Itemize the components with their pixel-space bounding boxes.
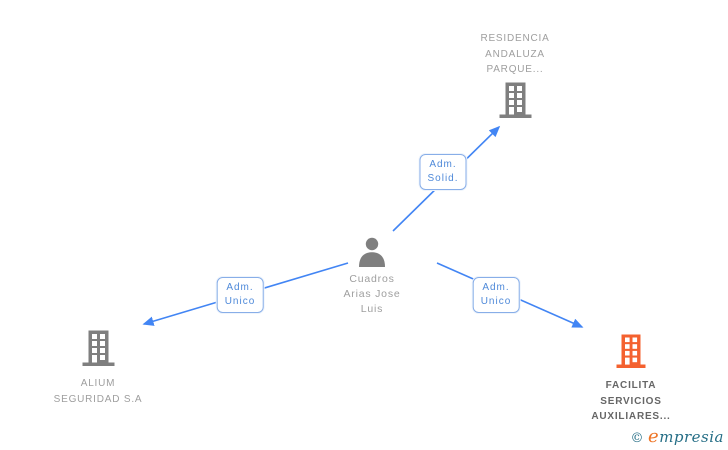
edge-label-line: Unico xyxy=(224,296,256,307)
edge-label-adm-unico-right: Adm. Unico xyxy=(472,277,520,313)
node-person-cuadros[interactable]: Cuadros Arias Jose Luis xyxy=(312,237,432,317)
logo-brand-initial: e xyxy=(648,426,660,447)
building-icon xyxy=(82,330,115,372)
node-company-facilita[interactable]: FACILITA SERVICIOS AUXILIARES... xyxy=(551,334,711,425)
person-name: Cuadros Arias Jose Luis xyxy=(343,273,401,315)
company-name: FACILITA SERVICIOS AUXILIARES... xyxy=(591,380,671,422)
company-name: ALIUM SEGURIDAD S.A xyxy=(53,378,143,405)
edge-label-adm-unico-left: Adm. Unico xyxy=(216,277,264,313)
edge-label-line: Adm. xyxy=(226,282,254,293)
edge-label-line: Unico xyxy=(480,296,512,307)
person-icon xyxy=(357,237,387,272)
edge-label-line: Solid. xyxy=(427,173,459,184)
edge-label-line: Adm. xyxy=(429,159,457,170)
copyright-icon: © xyxy=(630,431,645,446)
node-company-residencia[interactable]: RESIDENCIA ANDALUZA PARQUE... xyxy=(440,31,590,124)
logo-brand-rest: mpresia xyxy=(659,428,724,446)
empresia-logo[interactable]: ©empresia xyxy=(631,426,724,447)
building-icon xyxy=(499,82,532,124)
company-name: RESIDENCIA ANDALUZA PARQUE... xyxy=(480,33,550,75)
building-icon xyxy=(616,334,646,374)
edge-label-line: Adm. xyxy=(482,282,510,293)
node-company-alium[interactable]: ALIUM SEGURIDAD S.A xyxy=(23,330,173,407)
edge-label-adm-solid: Adm. Solid. xyxy=(419,154,467,190)
